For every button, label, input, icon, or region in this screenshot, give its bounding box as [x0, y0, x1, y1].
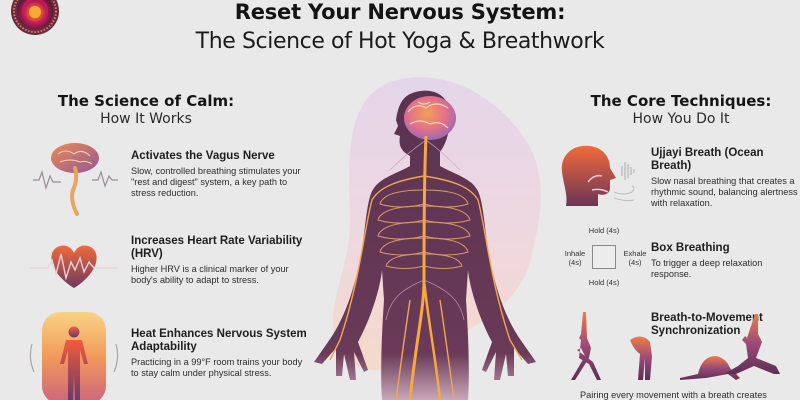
yoga-poses-icon	[571, 312, 780, 380]
left-item-hrv: Increases Heart Rate Variability (HRV) H…	[131, 235, 311, 286]
right-item-box-breathing: Box Breathing To trigger a deep relaxati…	[651, 242, 800, 280]
mandala-logo-icon	[11, 0, 59, 35]
box-left-line-1: Inhale	[564, 249, 586, 258]
right-item-ujjayi: Ujjayi Breath (Ocean Breath) Slow nasal …	[651, 147, 800, 209]
box-square	[592, 245, 616, 269]
right-section-title: The Core Techniques:	[590, 92, 772, 110]
left-section-subtitle: How It Works	[100, 111, 192, 127]
heated-body-icon	[29, 312, 119, 400]
human-nervous-system-illustration	[314, 90, 536, 400]
right-item-breath-movement: Breath-to-Movement Synchronization	[651, 312, 800, 338]
item-heading: Activates the Vagus Nerve	[131, 150, 275, 162]
item-text: To trigger a deep relaxation response.	[651, 258, 763, 279]
left-item-vagus: Activates the Vagus Nerve Slow, controll…	[131, 150, 311, 199]
item-text: Slow nasal breathing that creates a rhyt…	[651, 176, 798, 208]
box-right-line-2: (4s)	[628, 258, 642, 267]
item-heading: Ujjayi Breath (Ocean Breath)	[651, 147, 764, 172]
left-section-heading: The Science of Calm: How It Works	[46, 92, 246, 127]
box-left-label: Inhale (4s)	[560, 249, 590, 267]
left-item-heat: Heat Enhances Nervous System Adaptabilit…	[131, 328, 311, 379]
ujjayi-breath-head-icon	[561, 145, 635, 206]
box-right-label: Exhale (4s)	[618, 249, 652, 267]
box-right-line-1: Exhale	[623, 249, 647, 258]
breath-movement-text: Pairing every movement with a breath cre…	[580, 390, 767, 400]
item-heading: Breath-to-Movement Synchronization	[651, 312, 763, 337]
box-left-line-2: (4s)	[568, 258, 582, 267]
right-section-subtitle: How You Do It	[632, 111, 730, 127]
box-top-label: Hold (4s)	[588, 226, 620, 235]
page-title: Reset Your Nervous System:	[234, 0, 566, 24]
right-section-heading: The Core Techniques: How You Do It	[586, 92, 776, 127]
brain-vagus-nerve-icon	[33, 143, 118, 216]
item-text: Practicing in a 99°F room trains your bo…	[131, 357, 303, 378]
left-section-title: The Science of Calm:	[57, 92, 235, 110]
heart-rate-icon	[30, 245, 118, 288]
item-text: Slow, controlled breathing stimulates yo…	[131, 166, 301, 198]
box-breathing-diagram: Hold (4s) Inhale (4s) Exhale (4s) Hold (…	[560, 220, 652, 300]
item-text: Higher HRV is a clinical marker of your …	[131, 264, 289, 285]
page-subtitle: The Science of Hot Yoga & Breathwork	[195, 29, 605, 54]
item-heading: Box Breathing	[651, 242, 730, 254]
box-bottom-label: Hold (4s)	[588, 278, 620, 287]
item-heading: Increases Heart Rate Variability (HRV)	[131, 235, 303, 260]
item-heading: Heat Enhances Nervous System Adaptabilit…	[131, 328, 307, 353]
